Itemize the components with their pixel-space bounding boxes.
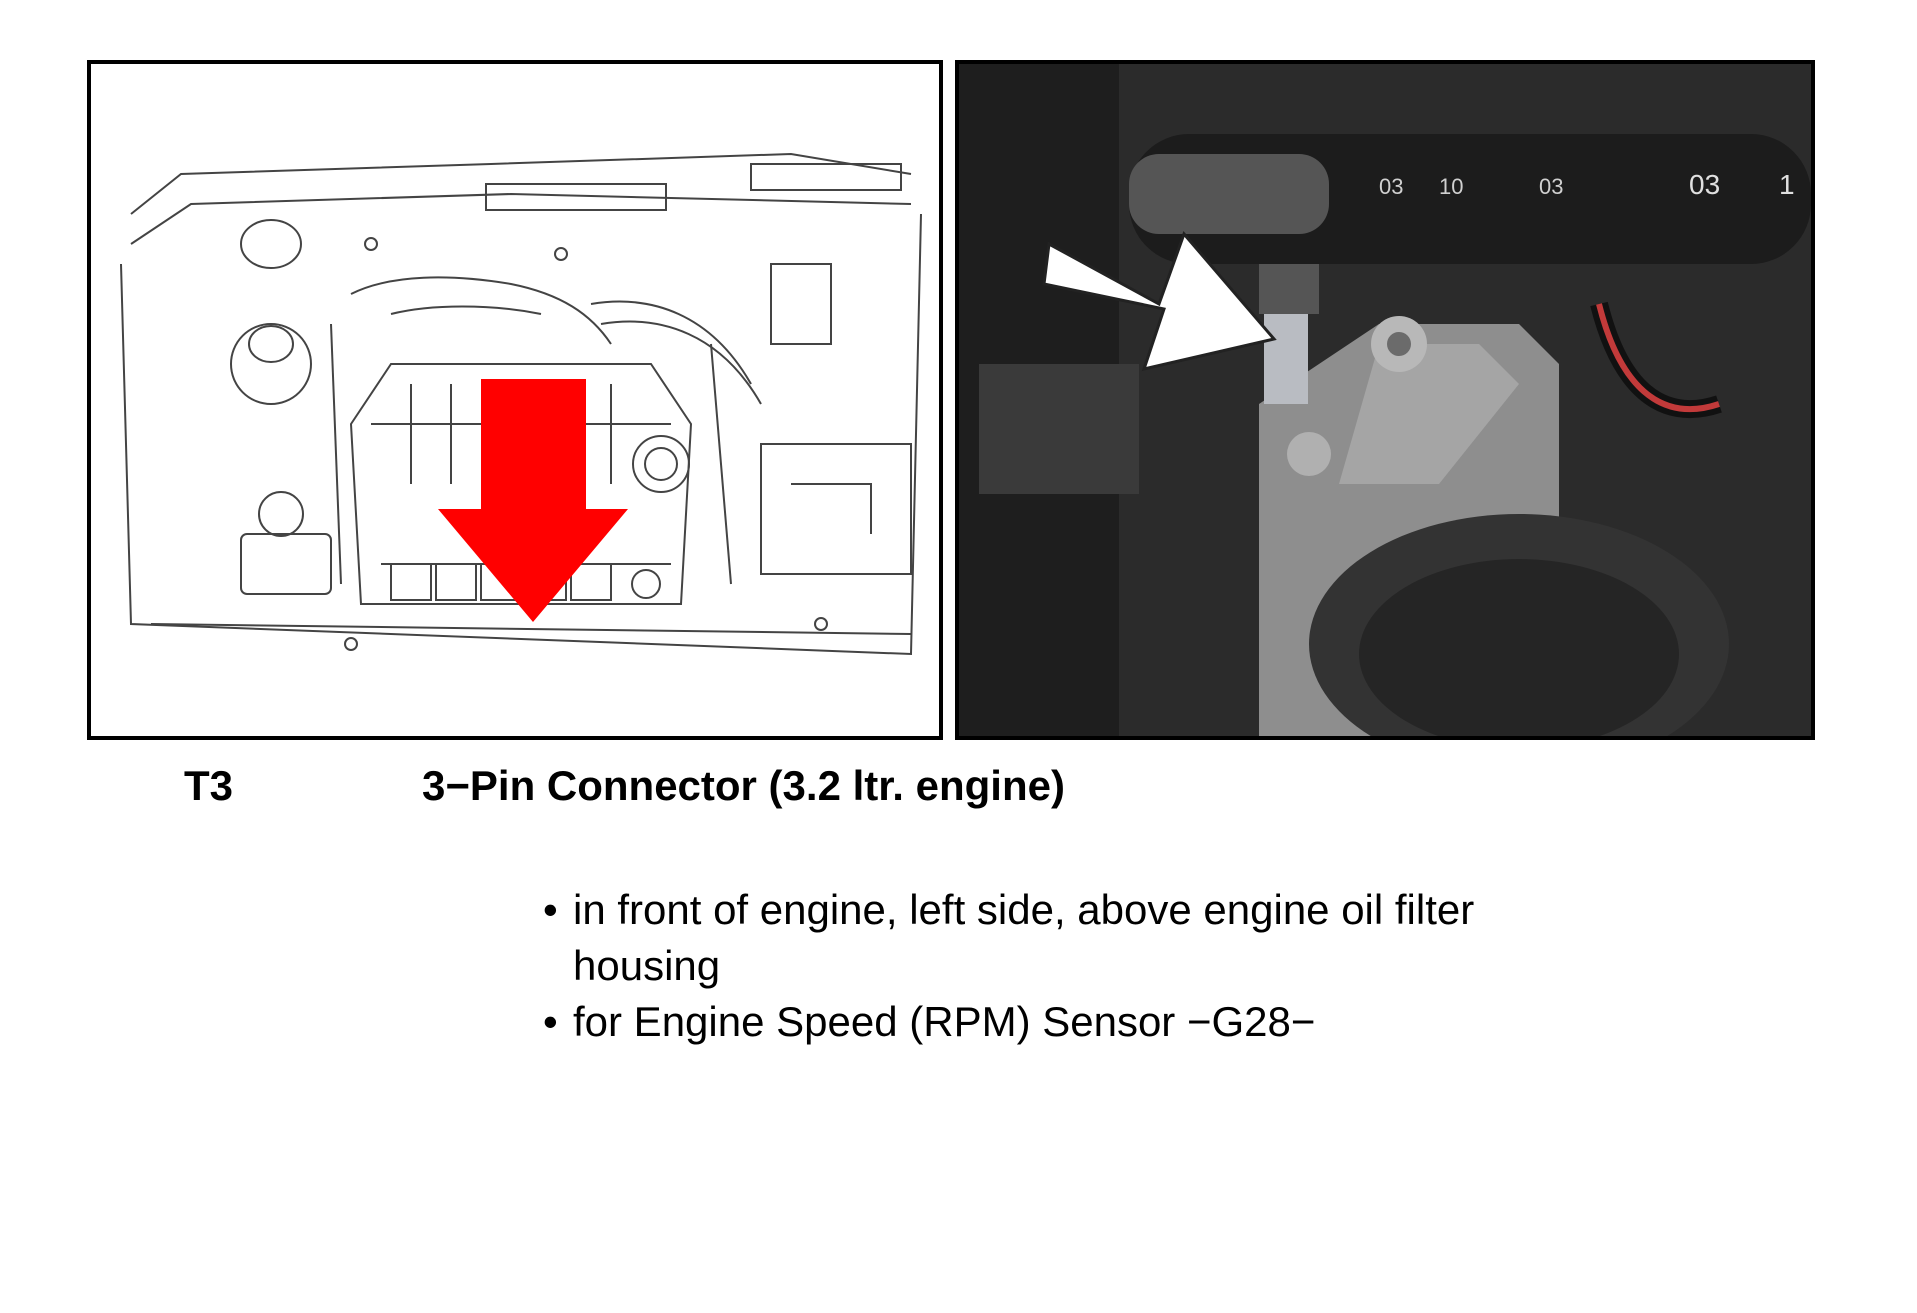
hose-marking: 1: [1779, 169, 1795, 200]
hose-marking: 03: [1379, 174, 1403, 199]
engine-connector-photo: 03 10 03 03 1: [955, 60, 1815, 740]
note-text: in front of engine, left side, above eng…: [573, 886, 1475, 989]
bullet: •: [543, 886, 558, 933]
white-indicator-arrow: [1042, 231, 1277, 372]
note-text: for Engine Speed (RPM) Sensor −G28−: [573, 998, 1316, 1045]
location-notes: • in front of engine, left side, above e…: [543, 882, 1593, 1050]
hose-marking: 03: [1539, 174, 1563, 199]
engine-bay-diagram: [87, 60, 943, 740]
engine-bay-line-drawing: [120, 152, 922, 656]
hose-marking: 10: [1439, 174, 1463, 199]
bullet: •: [543, 998, 558, 1045]
connector-code: T3: [184, 762, 234, 809]
list-item: • for Engine Speed (RPM) Sensor −G28−: [543, 994, 1593, 1050]
connector-title: 3−Pin Connector (3.2 ltr. engine): [422, 762, 1065, 809]
connector-location-photo: 03 10 03 03 1: [959, 64, 1811, 736]
hose-marking: 03: [1689, 169, 1720, 200]
red-indicator-arrow: [438, 379, 628, 622]
list-item: • in front of engine, left side, above e…: [543, 882, 1593, 994]
